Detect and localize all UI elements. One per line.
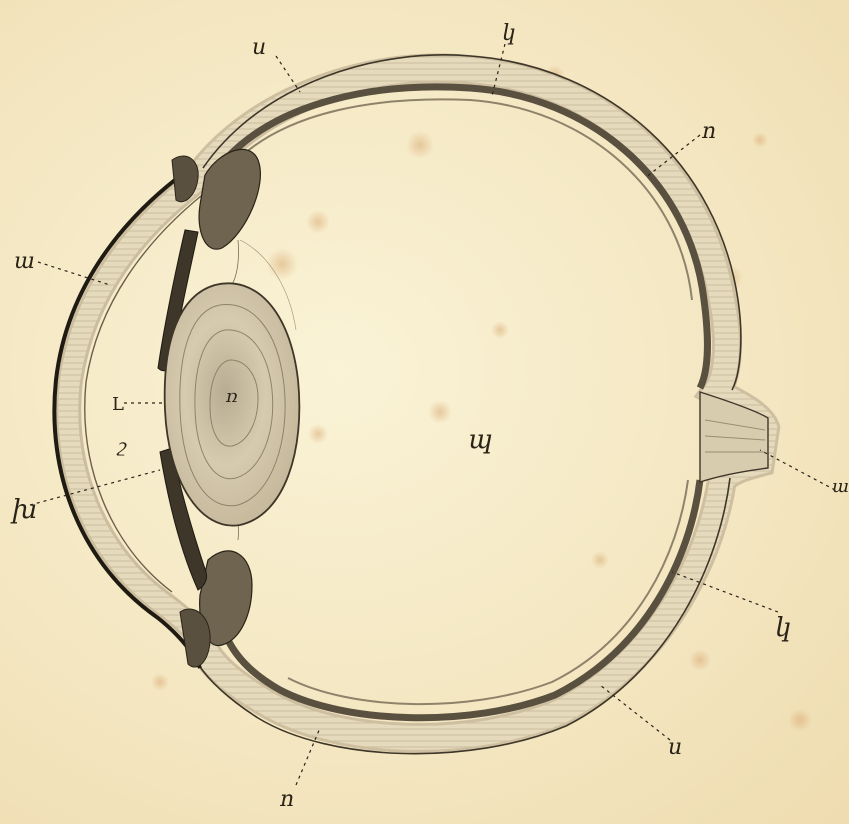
label-cornea: ա — [14, 249, 35, 274]
label-retina-bottom: ո — [279, 787, 294, 812]
label-vitreous: պ — [468, 425, 492, 455]
label-sclera-bottom: ս — [668, 735, 682, 760]
label-iris: խ — [10, 495, 37, 525]
label-lens-center: ռ — [225, 386, 238, 407]
label-sclera-top: u — [252, 35, 266, 60]
label-lens-outline: L — [112, 394, 124, 415]
leader-sclera-top — [276, 56, 300, 92]
label-choroid-right: կ — [775, 613, 791, 643]
label-retina-top: ո — [701, 119, 716, 144]
label-anterior-chamber: շ — [116, 436, 127, 457]
label-optic-nerve: ա — [832, 476, 849, 497]
label-choroid-top: կ — [502, 21, 516, 46]
